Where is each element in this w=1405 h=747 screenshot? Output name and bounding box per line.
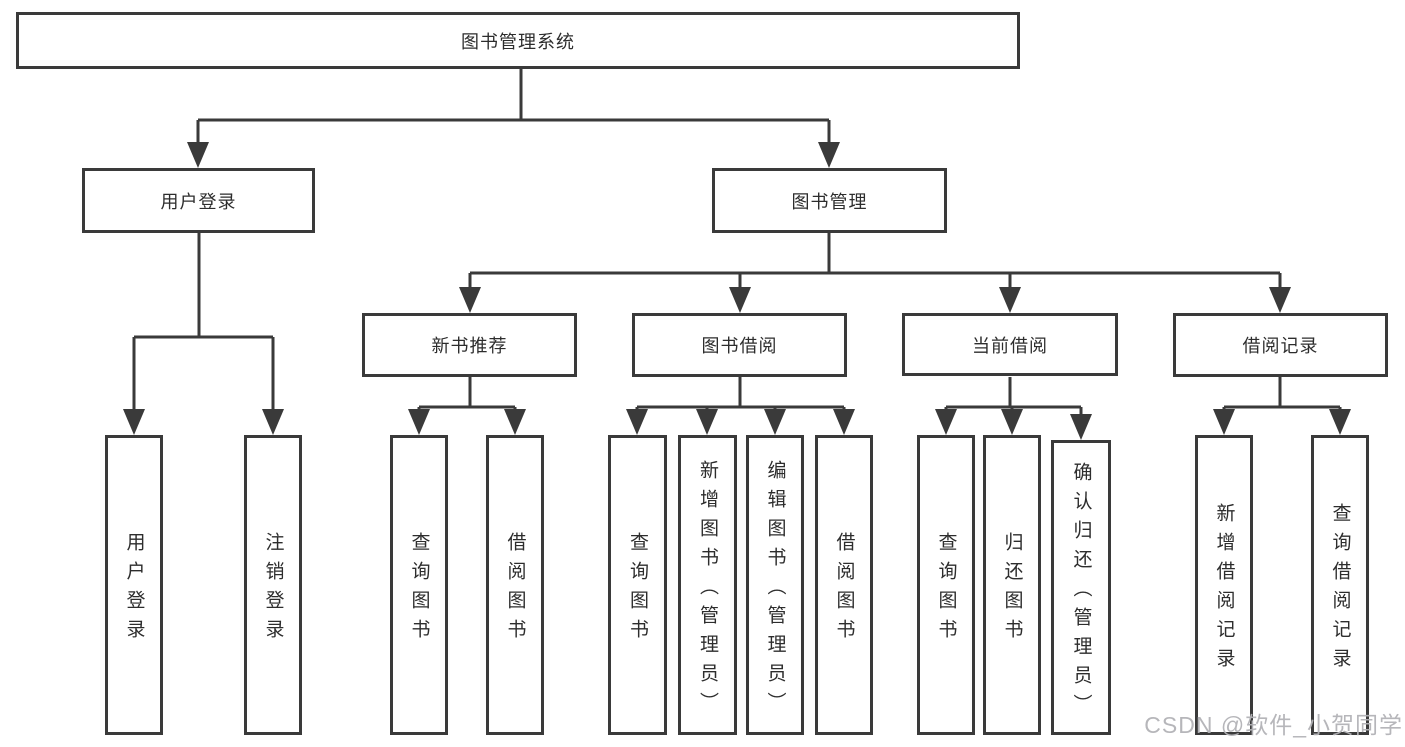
node-label: 图书管理 [791, 191, 868, 212]
node-label: 图书借阅 [701, 336, 778, 356]
node-label: 借阅记录 [1242, 336, 1319, 356]
node-label: 确认归还（管理员） [1070, 462, 1092, 723]
node-label: 归还图书 [1001, 532, 1023, 648]
leaf-user-login: 用户登录 [105, 435, 163, 735]
leaf-nb-borrow-books: 借阅图书 [486, 435, 544, 735]
node-label: 查询借阅记录 [1329, 503, 1351, 677]
node-label: 查询图书 [627, 532, 648, 648]
node-label: 借阅图书 [504, 532, 526, 648]
node-label: 用户登录 [123, 532, 145, 648]
leaf-bb-edit-books-admin: 编辑图书（管理员） [746, 435, 804, 735]
node-label: 图书管理系统 [461, 31, 575, 52]
node-book-management: 图书管理 [712, 168, 947, 233]
node-label: 用户登录 [160, 191, 237, 212]
node-label: 当前借阅 [972, 335, 1048, 356]
node-current-borrowing: 当前借阅 [902, 313, 1118, 376]
node-label: 借阅图书 [833, 532, 855, 648]
leaf-cb-confirm-return-admin: 确认归还（管理员） [1051, 440, 1111, 735]
leaf-bb-add-books-admin: 新增图书（管理员） [678, 435, 737, 735]
node-book-borrowing: 图书借阅 [632, 313, 847, 377]
node-label: 新书推荐 [431, 336, 508, 356]
leaf-logout: 注销登录 [244, 435, 302, 735]
watermark: CSDN @软件_小贺同学 [1144, 712, 1403, 738]
leaf-nb-query-books: 查询图书 [390, 435, 448, 735]
node-book-management-system: 图书管理系统 [16, 12, 1020, 69]
node-label: 查询图书 [408, 532, 430, 648]
leaf-bb-borrow-books: 借阅图书 [815, 435, 873, 735]
node-label: 新增借阅记录 [1213, 503, 1235, 677]
node-user-login: 用户登录 [82, 168, 315, 233]
leaf-br-add-borrow-record: 新增借阅记录 [1195, 435, 1253, 735]
node-label: 编辑图书（管理员） [764, 459, 786, 721]
node-label: 新增图书（管理员） [697, 459, 718, 721]
leaf-bb-query-books: 查询图书 [608, 435, 667, 735]
leaf-cb-query-books: 查询图书 [917, 435, 975, 735]
node-label: 查询图书 [935, 532, 957, 648]
leaf-br-query-borrow-record: 查询借阅记录 [1311, 435, 1369, 735]
leaf-cb-return-books: 归还图书 [983, 435, 1041, 735]
node-label: 注销登录 [262, 532, 284, 648]
node-borrowing-records: 借阅记录 [1173, 313, 1388, 377]
node-new-book-recommendation: 新书推荐 [362, 313, 577, 377]
